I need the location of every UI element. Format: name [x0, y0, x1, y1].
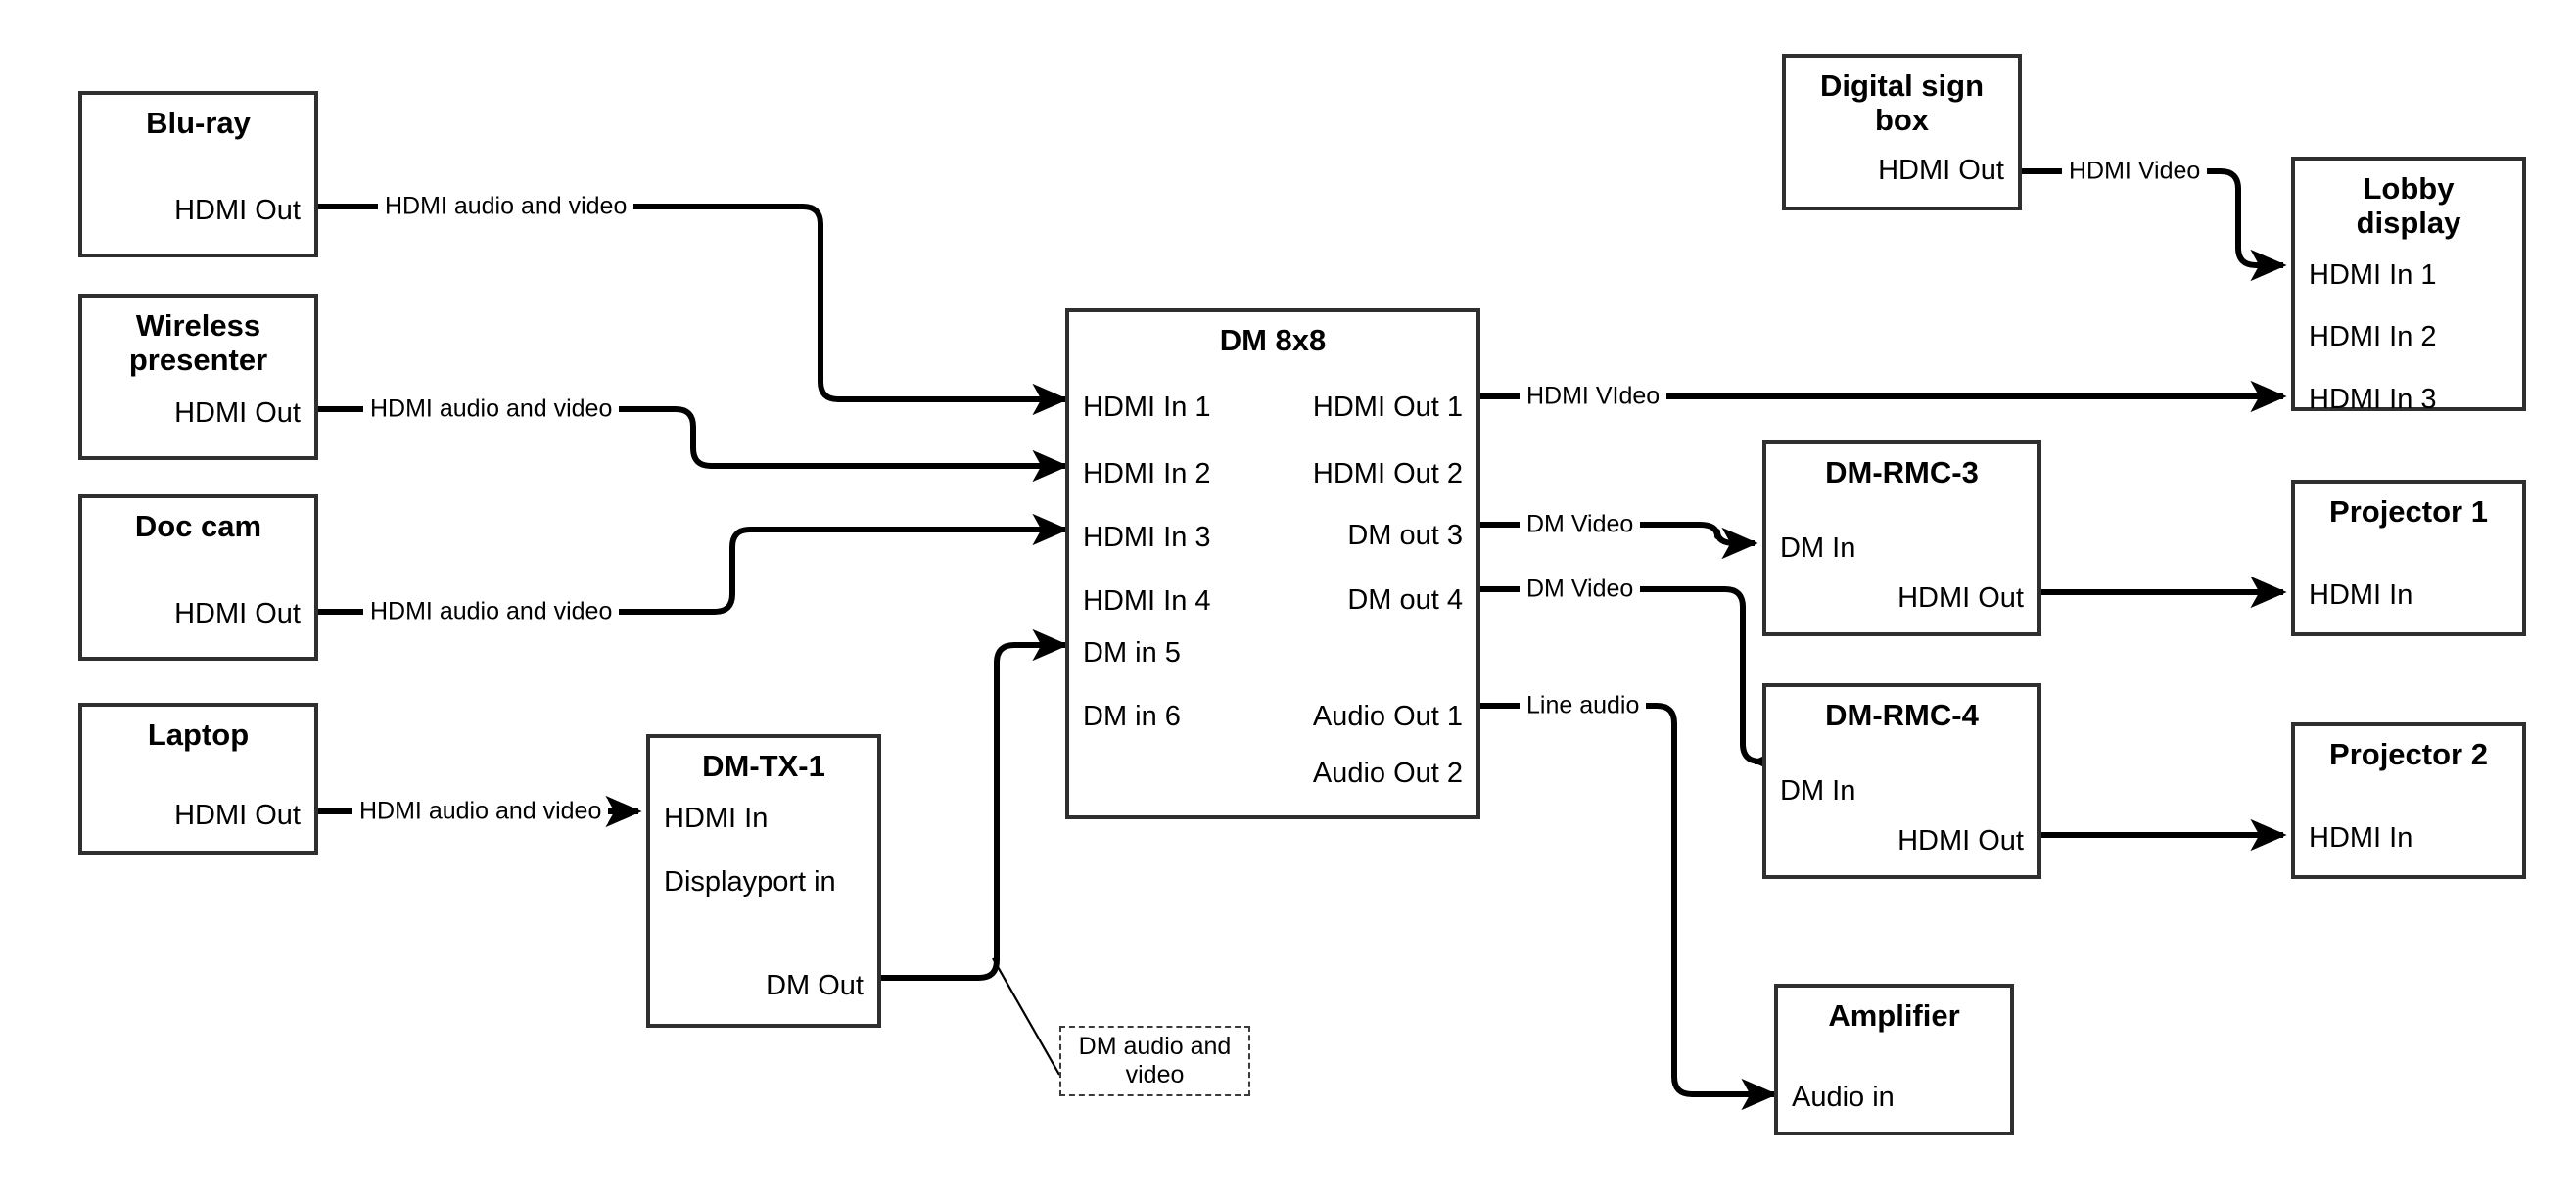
- port-rmc3-dm-in[interactable]: DM In: [1780, 532, 1856, 564]
- port-rmc4-dm-in[interactable]: DM In: [1780, 775, 1856, 807]
- port-lobby-hdmi-in-2[interactable]: HDMI In 2: [2309, 321, 2437, 352]
- wire-doccam-to-dm8x8-in3: [318, 513, 1069, 615]
- wire-dm8x8-audioout1-to-amplifier: [1480, 703, 1778, 1111]
- node-dm-rmc-4[interactable]: DM-RMC-4 DM In HDMI Out: [1762, 683, 2041, 879]
- port-rmc3-hdmi-out[interactable]: HDMI Out: [1897, 582, 2024, 614]
- port-lobby-hdmi-in-1[interactable]: HDMI In 1: [2309, 259, 2437, 291]
- node-dm-tx-1[interactable]: DM-TX-1 HDMI In Displayport in DM Out: [646, 734, 881, 1028]
- port-doccam-hdmi-out[interactable]: HDMI Out: [174, 598, 301, 629]
- port-dm8x8-hdmi-out-1[interactable]: HDMI Out 1: [1312, 392, 1463, 423]
- callout-text: DM audio and video: [1078, 1033, 1232, 1088]
- node-amplifier-title: Amplifier: [1828, 998, 1960, 1033]
- node-digital-sign-box[interactable]: Digital sign box HDMI Out: [1782, 54, 2022, 210]
- port-dmtx1-hdmi-in[interactable]: HDMI In: [664, 803, 769, 834]
- node-projector-2-title: Projector 2: [2329, 737, 2488, 771]
- edge-label-doccam-to-dm8x8: HDMI audio and video: [363, 599, 620, 624]
- port-bluray-hdmi-out[interactable]: HDMI Out: [174, 195, 301, 226]
- port-laptop-hdmi-out[interactable]: HDMI Out: [174, 800, 301, 831]
- node-amplifier[interactable]: Amplifier Audio in: [1774, 984, 2014, 1135]
- node-dm-rmc-4-title: DM-RMC-4: [1825, 698, 1979, 732]
- node-doc-cam-title: Doc cam: [134, 509, 262, 543]
- callout-leader-line: [992, 957, 1060, 1076]
- node-doc-cam[interactable]: Doc cam HDMI Out: [78, 494, 318, 661]
- node-dm-rmc-3-title: DM-RMC-3: [1825, 455, 1979, 489]
- node-wireless-presenter-title: Wireless presenter: [128, 308, 268, 377]
- port-projector1-hdmi-in[interactable]: HDMI In: [2309, 579, 2413, 611]
- port-dm8x8-dm-in-6[interactable]: DM in 6: [1083, 701, 1181, 732]
- port-dm8x8-hdmi-in-4[interactable]: HDMI In 4: [1083, 585, 1211, 617]
- node-digital-sign-box-title: Digital sign box: [1819, 69, 1985, 137]
- node-laptop[interactable]: Laptop HDMI Out: [78, 703, 318, 855]
- node-projector-2[interactable]: Projector 2 HDMI In: [2291, 722, 2526, 879]
- port-dm8x8-hdmi-in-2[interactable]: HDMI In 2: [1083, 458, 1211, 489]
- wire-digitalsign-to-lobby-in1: [2022, 168, 2287, 282]
- wire-wireless-to-dm8x8-in2: [318, 406, 1069, 483]
- port-dmtx1-dm-out[interactable]: DM Out: [766, 970, 864, 1001]
- port-dm8x8-audio-out-2[interactable]: Audio Out 2: [1312, 758, 1463, 789]
- port-digitalsign-hdmi-out[interactable]: HDMI Out: [1878, 155, 2004, 186]
- wire-dm8x8-dmout4-to-rmc4: [1480, 586, 1788, 778]
- edge-label-audioout1-to-amplifier: Line audio: [1520, 693, 1647, 718]
- port-dm8x8-dm-out-4[interactable]: DM out 4: [1347, 584, 1463, 616]
- port-dm8x8-hdmi-in-3[interactable]: HDMI In 3: [1083, 522, 1211, 553]
- node-bluray[interactable]: Blu-ray HDMI Out: [78, 91, 318, 257]
- port-dm8x8-dm-in-5[interactable]: DM in 5: [1083, 637, 1181, 669]
- port-wireless-hdmi-out[interactable]: HDMI Out: [174, 397, 301, 429]
- node-lobby-display-title: Lobby display: [2356, 171, 2461, 240]
- edge-label-laptop-to-dmtx1: HDMI audio and video: [352, 799, 609, 824]
- edge-label-bluray-to-dm8x8: HDMI audio and video: [378, 194, 634, 219]
- edge-label-dmout3-to-rmc3: DM Video: [1520, 512, 1641, 537]
- port-dm8x8-hdmi-out-2[interactable]: HDMI Out 2: [1312, 458, 1463, 489]
- node-projector-1-title: Projector 1: [2329, 494, 2488, 529]
- node-projector-1[interactable]: Projector 1 HDMI In: [2291, 480, 2526, 636]
- edge-label-hdmiout1-to-lobby: HDMI VIdeo: [1520, 384, 1667, 409]
- node-wireless-presenter[interactable]: Wireless presenter HDMI Out: [78, 294, 318, 460]
- node-laptop-title: Laptop: [147, 717, 250, 752]
- port-lobby-hdmi-in-3[interactable]: HDMI In 3: [2309, 384, 2437, 415]
- wire-bluray-to-dm8x8-in1: [318, 204, 1069, 416]
- edge-label-wireless-to-dm8x8: HDMI audio and video: [363, 396, 620, 422]
- edge-label-dmout4-to-rmc4: DM Video: [1520, 577, 1641, 602]
- node-dm-8x8-title: DM 8x8: [1219, 323, 1327, 357]
- node-lobby-display[interactable]: Lobby display HDMI In 1 HDMI In 2 HDMI I…: [2291, 157, 2526, 415]
- port-dmtx1-displayport-in[interactable]: Displayport in: [664, 866, 836, 898]
- port-rmc4-hdmi-out[interactable]: HDMI Out: [1897, 825, 2024, 856]
- wire-dm8x8-dmout3-to-rmc3: [1480, 522, 1758, 560]
- edge-label-digitalsign-to-lobby: HDMI Video: [2062, 159, 2208, 184]
- port-dm8x8-hdmi-in-1[interactable]: HDMI In 1: [1083, 392, 1211, 423]
- port-amplifier-audio-in[interactable]: Audio in: [1792, 1082, 1895, 1113]
- port-projector2-hdmi-in[interactable]: HDMI In: [2309, 822, 2413, 854]
- port-dm8x8-dm-out-3[interactable]: DM out 3: [1347, 520, 1463, 551]
- node-dm-tx-1-title: DM-TX-1: [702, 749, 825, 783]
- callout-dm-audio-and-video: DM audio and video: [1059, 1026, 1250, 1096]
- wire-dmtx1-to-dm8x8-in5: [881, 628, 1069, 981]
- port-dm8x8-audio-out-1[interactable]: Audio Out 1: [1312, 701, 1463, 732]
- node-bluray-title: Blu-ray: [146, 106, 251, 140]
- node-dm-8x8[interactable]: DM 8x8 HDMI In 1 HDMI In 2 HDMI In 3 HDM…: [1065, 308, 1480, 819]
- node-dm-rmc-3[interactable]: DM-RMC-3 DM In HDMI Out: [1762, 440, 2041, 636]
